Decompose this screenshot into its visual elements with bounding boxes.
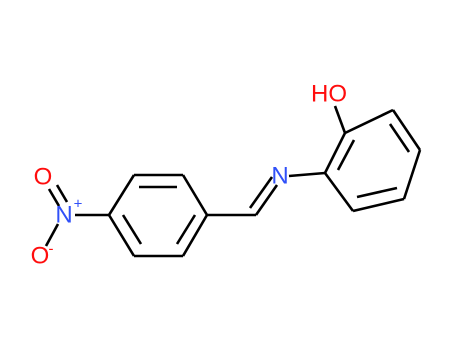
- bond-phenol-2: [391, 109, 422, 151]
- nitro-nitrogen-label: N: [55, 202, 72, 229]
- bond-n-o-top-inner: [55, 184, 69, 203]
- nitro-oxygen-bottom-label: O: [31, 243, 50, 270]
- bond-phenol-6: [323, 132, 347, 174]
- bond-phenol-6-inner: [336, 139, 356, 171]
- nitro-oxygen-top-label: O: [34, 164, 53, 191]
- bond-n-ch-imine-inner: [248, 176, 274, 209]
- bond-phenol-5: [323, 172, 355, 212]
- bond-n-o-top: [47, 188, 61, 207]
- imine-nitrogen-label: N: [271, 163, 288, 190]
- bond-phenol-4-inner: [356, 186, 398, 199]
- bond-phenol-3: [402, 149, 422, 200]
- bond-nitro-ring-6-inner: [175, 214, 197, 245]
- nitro-oxygen-bottom-charge-label: -: [49, 241, 54, 258]
- bond-phenol-4: [352, 197, 405, 213]
- bond-n-o-bottom: [44, 223, 60, 247]
- bond-c-oh: [333, 105, 347, 134]
- phenol-ring: [323, 108, 422, 213]
- bond-nitro-ring-4-inner: [121, 214, 143, 245]
- bond-nitro-ring-3: [107, 174, 136, 216]
- bond-phenol-1: [344, 108, 394, 135]
- bond-nitro-ring-4: [107, 214, 136, 257]
- bond-nitro-ring-1: [181, 174, 209, 216]
- bond-n-ch-imine: [254, 184, 279, 216]
- bond-nitro-ring-6: [181, 214, 209, 257]
- bond-c-n-imine: [288, 171, 326, 178]
- nitrophenyl-ring: [107, 173, 209, 258]
- bond-phenol-2-inner: [388, 123, 411, 153]
- hydroxyl-label: HO: [311, 81, 347, 108]
- nitro-charge-label: +: [74, 196, 83, 213]
